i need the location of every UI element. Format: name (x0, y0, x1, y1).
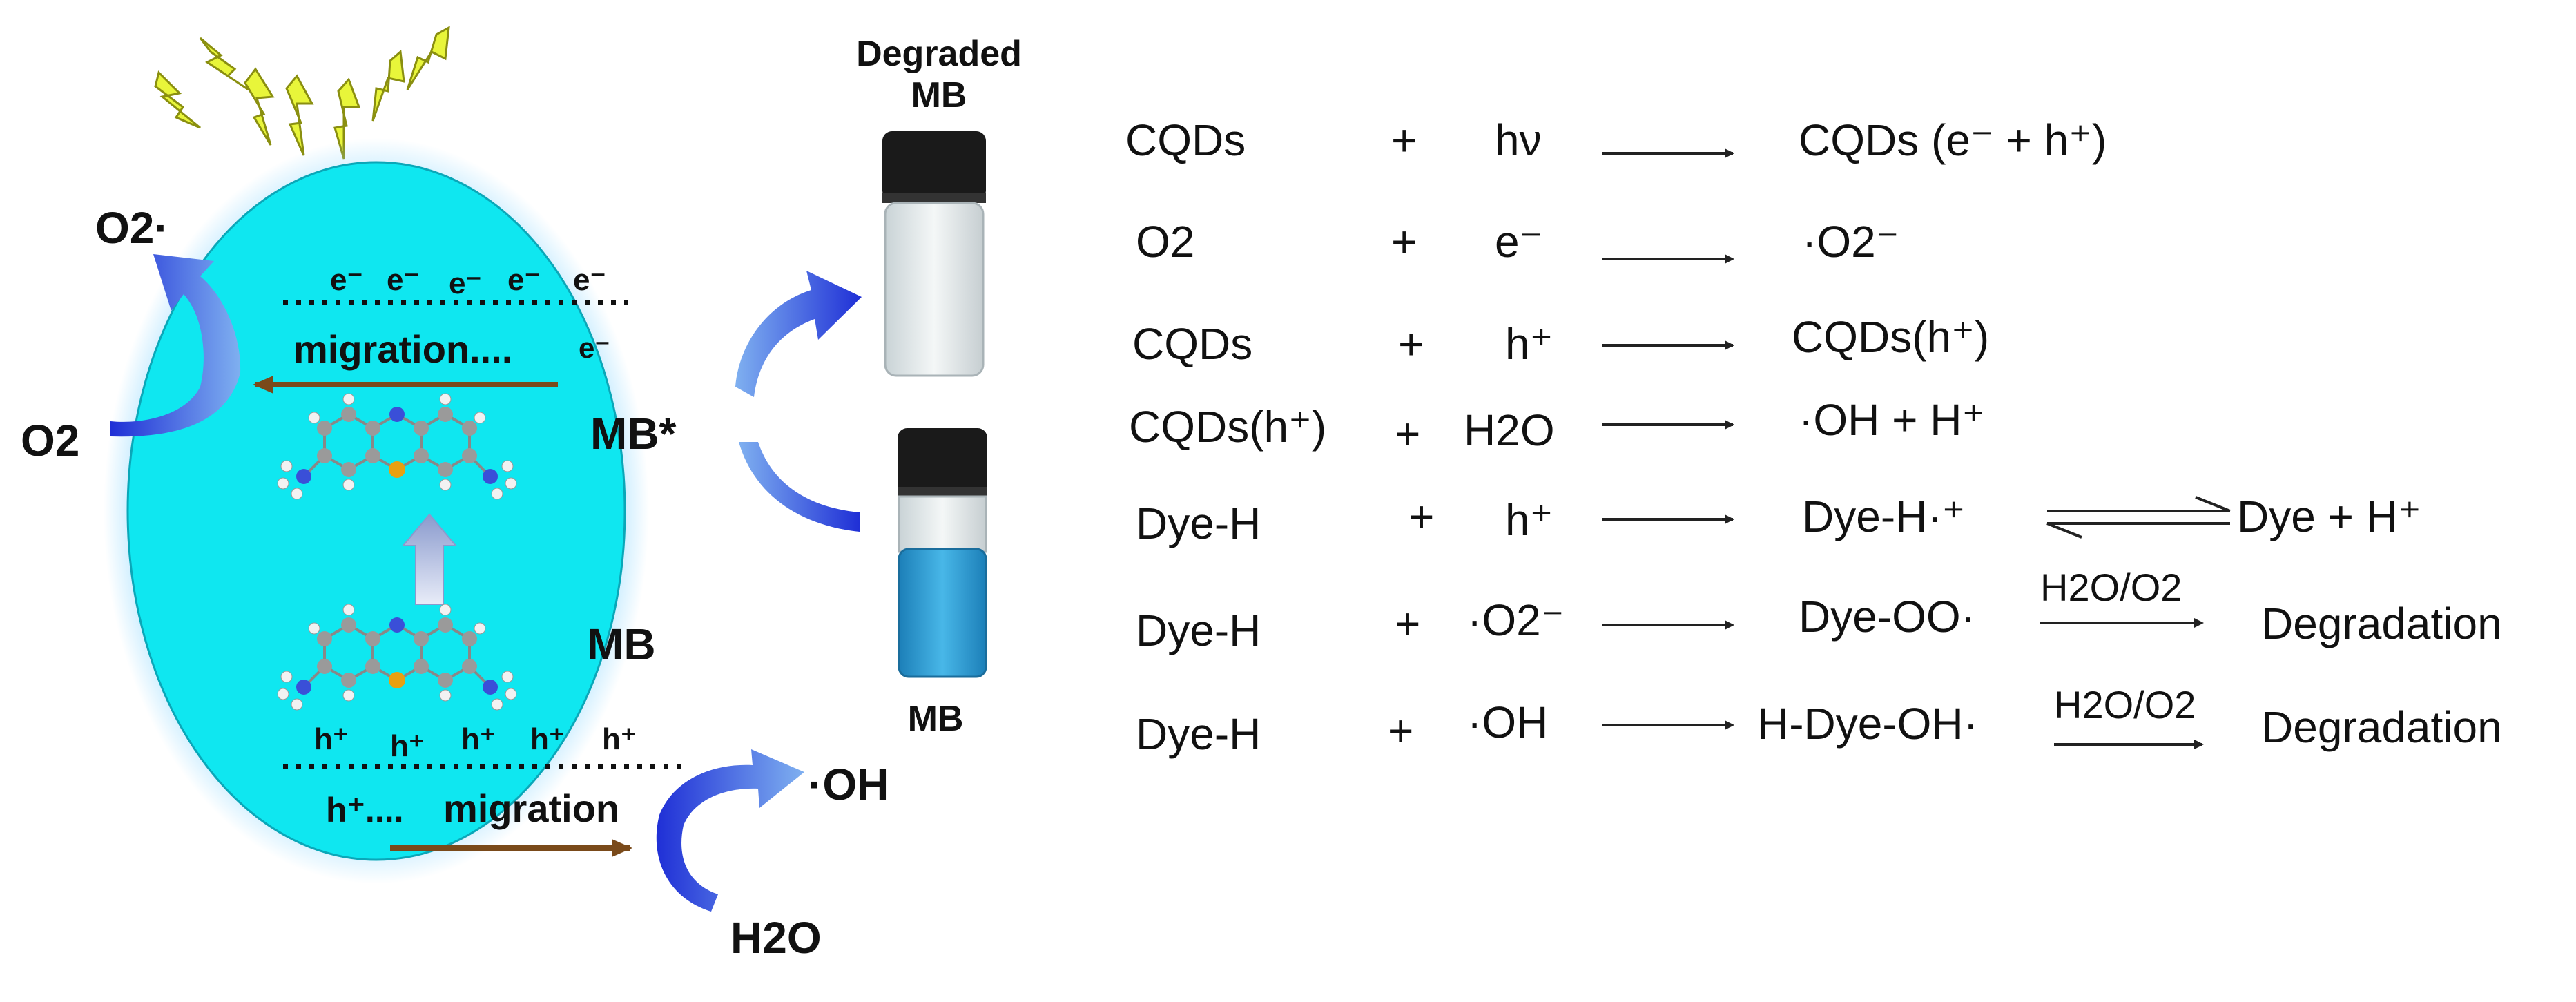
mb-molecule (277, 604, 517, 711)
reaction-7-plus: + (1388, 706, 1413, 755)
mb-label: MB (587, 619, 656, 669)
electron-label: e⁻ (387, 263, 420, 297)
lightning-icon (244, 67, 275, 146)
reaction-7-condition: H2O/O2 (2054, 683, 2196, 726)
vial-degraded-subtitle: MB (911, 75, 967, 115)
reaction-2-reactant-2: e⁻ (1495, 217, 1542, 267)
reaction-6-condition: H2O/O2 (2040, 566, 2182, 609)
reaction-6-reactant-1: Dye-H (1136, 606, 1261, 655)
excitation-arrow (401, 513, 458, 605)
hole-label: h⁺ (461, 722, 496, 756)
reaction-5-plus: + (1408, 492, 1434, 541)
reaction-1-plus: + (1391, 115, 1417, 165)
electron-row: e⁻ e⁻ e⁻ e⁻ e⁻ (330, 263, 606, 300)
reaction-list: CQDs + hν CQDs (e⁻ + h⁺) O2 + e⁻ ·O2⁻ CQ… (1125, 115, 2502, 759)
oxidation-arrow (656, 749, 804, 912)
reaction-5-reactant-1: Dye-H (1136, 499, 1261, 548)
hole-row: h⁺ h⁺ h⁺ h⁺ h⁺ (314, 722, 637, 763)
mb-excited-molecule (277, 393, 517, 500)
electron-label: e⁻ (330, 263, 363, 297)
reaction-7-reactant-1: Dye-H (1136, 709, 1261, 759)
reaction-5-reactant-2: h⁺ (1505, 495, 1553, 545)
hole-migration-h: h⁺.... (326, 791, 404, 829)
o2-reduction-arrow (110, 254, 241, 437)
reaction-4-product: ·OH + H⁺ (1799, 395, 1985, 445)
electron-label: e⁻ (449, 267, 482, 300)
reaction-4-reactant-2: H2O (1464, 405, 1555, 455)
hole-migration-label: migration (443, 787, 619, 830)
reaction-6-product-2: Degradation (2261, 599, 2502, 648)
hole-label: h⁺ (530, 722, 565, 756)
vial-degraded-title: Degraded (856, 34, 1022, 74)
reaction-2-product: ·O2⁻ (1802, 217, 1899, 267)
reaction-6-reactant-2: ·O2⁻ (1467, 595, 1564, 645)
hole-label: h⁺ (314, 722, 349, 756)
lightning-icon (154, 70, 201, 129)
vial-mb-label: MB (908, 699, 964, 739)
reaction-4-reactant-1: CQDs(h⁺) (1129, 402, 1326, 452)
reaction-7-product-2: Degradation (2261, 702, 2502, 752)
reaction-5-product-2: Dye + H⁺ (2237, 492, 2421, 541)
reaction-3-plus: + (1398, 319, 1424, 369)
mb-excited-label: MB* (590, 409, 677, 459)
cqd-particle (126, 161, 626, 861)
hole-label: h⁺ (602, 722, 637, 756)
to-degraded-arrow (735, 271, 862, 397)
electron-migration-e: e⁻ (579, 331, 610, 364)
reaction-6-plus: + (1395, 599, 1420, 648)
lightning-icon (199, 37, 249, 91)
from-mb-arrow (739, 442, 860, 532)
o2-label: O2 (21, 416, 79, 465)
lightning-icon (406, 26, 450, 90)
sunlight-bolts (154, 26, 450, 160)
electron-migration-label: migration.... (293, 327, 512, 371)
reaction-6-product: Dye-OO· (1799, 592, 1975, 642)
electron-label: e⁻ (573, 263, 606, 297)
reaction-2-reactant-1: O2 (1136, 217, 1194, 267)
reaction-4-plus: + (1395, 409, 1420, 459)
equilibrium-arrow (2046, 496, 2231, 539)
h2o-label: H2O (730, 913, 822, 963)
vial-degraded (882, 131, 986, 377)
lightning-icon (371, 50, 405, 122)
reaction-3-product: CQDs(h⁺) (1792, 312, 1989, 362)
oh-radical-label: ·OH (808, 760, 889, 809)
reaction-5-product: Dye-H·⁺ (1802, 492, 1965, 541)
vial-mb (898, 428, 987, 678)
reaction-3-reactant-1: CQDs (1132, 319, 1252, 369)
electron-label: e⁻ (507, 263, 541, 297)
reaction-1-reactant-2: hν (1495, 115, 1542, 165)
reaction-2-plus: + (1391, 217, 1417, 267)
reaction-1-reactant-1: CQDs (1125, 115, 1246, 165)
reaction-3-reactant-2: h⁺ (1505, 319, 1553, 369)
o2-radical-label: O2· (95, 203, 169, 253)
reaction-7-product: H-Dye-OH· (1757, 699, 1978, 749)
reaction-1-product: CQDs (e⁻ + h⁺) (1799, 115, 2107, 165)
reaction-7-reactant-2: ·OH (1467, 697, 1548, 747)
hole-label: h⁺ (390, 729, 425, 763)
lightning-icon (285, 74, 314, 156)
